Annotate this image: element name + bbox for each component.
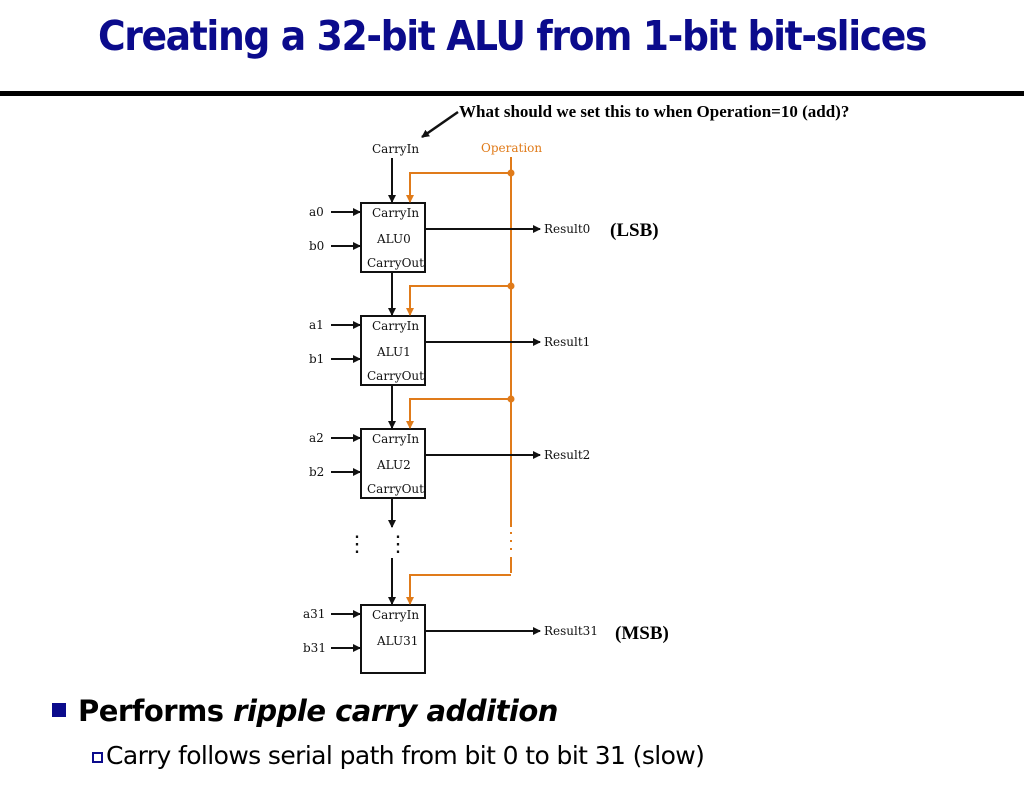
slice-name-label: ALU2 bbox=[376, 458, 411, 472]
input-ellipsis: ⋮ bbox=[346, 532, 368, 557]
slice-carryin-label: CarryIn bbox=[372, 319, 419, 333]
operation-tap bbox=[406, 172, 511, 203]
msb-tag: (MSB) bbox=[615, 623, 669, 644]
bullet-square-icon bbox=[52, 703, 66, 717]
slide-title: Creating a 32-bit ALU from 1-bit bit-sli… bbox=[97, 12, 927, 60]
input-a-label: a0 bbox=[309, 205, 324, 219]
carryin-input-label: CarryIn bbox=[372, 142, 419, 156]
operation-tap bbox=[406, 285, 511, 316]
result-label: Result31 bbox=[544, 624, 598, 638]
input-b-label: b0 bbox=[309, 239, 324, 253]
annotation-arrow bbox=[421, 110, 459, 139]
input-a-label: a2 bbox=[309, 431, 324, 445]
operation-tap bbox=[406, 398, 511, 429]
alu-slice-box bbox=[360, 202, 426, 273]
title-divider bbox=[0, 91, 1024, 96]
result-label: Result1 bbox=[544, 335, 590, 349]
input-b-label: b1 bbox=[309, 352, 324, 366]
bullet-level2: Carry follows serial path from bit 0 to … bbox=[92, 741, 705, 770]
bullet-text: Performs bbox=[78, 694, 234, 728]
result-label: Result0 bbox=[544, 222, 590, 236]
carry-ellipsis: ⋮ bbox=[387, 532, 409, 557]
operation-tap bbox=[406, 574, 511, 605]
input-b-label: b2 bbox=[309, 465, 324, 479]
slice-name-label: ALU1 bbox=[376, 345, 411, 359]
bullet-hollow-square-icon bbox=[92, 752, 103, 763]
slice-name-label: ALU31 bbox=[376, 634, 418, 648]
operation-label: Operation bbox=[481, 141, 542, 155]
bullet-subtext: Carry follows serial path from bit 0 to … bbox=[106, 741, 705, 770]
result-label: Result2 bbox=[544, 448, 590, 462]
operation-junction-dot bbox=[507, 282, 515, 290]
operation-junction-dot bbox=[507, 395, 515, 403]
slice-name-label: ALU0 bbox=[376, 232, 411, 246]
slice-carryin-label: CarryIn bbox=[372, 608, 419, 622]
alu-slice-box bbox=[360, 604, 426, 674]
annotation-question: What should we set this to when Operatio… bbox=[459, 102, 850, 121]
slice-carryout-label: CarryOut bbox=[367, 482, 424, 496]
slice-carryout-label: CarryOut bbox=[367, 256, 424, 270]
slice-carryout-label: CarryOut bbox=[367, 369, 424, 383]
alu-slice-box bbox=[360, 315, 426, 386]
lsb-tag: (LSB) bbox=[610, 220, 659, 241]
input-b-label: b31 bbox=[303, 641, 326, 655]
bullet-italic-text: ripple carry addition bbox=[233, 694, 558, 728]
slice-carryin-label: CarryIn bbox=[372, 432, 419, 446]
operation-junction-dot bbox=[507, 169, 515, 177]
slice-carryin-label: CarryIn bbox=[372, 206, 419, 220]
bullet-level1: Performs ripple carry addition bbox=[52, 694, 558, 728]
input-a-label: a31 bbox=[303, 607, 325, 621]
alu-slice-box bbox=[360, 428, 426, 499]
input-a-label: a1 bbox=[309, 318, 324, 332]
